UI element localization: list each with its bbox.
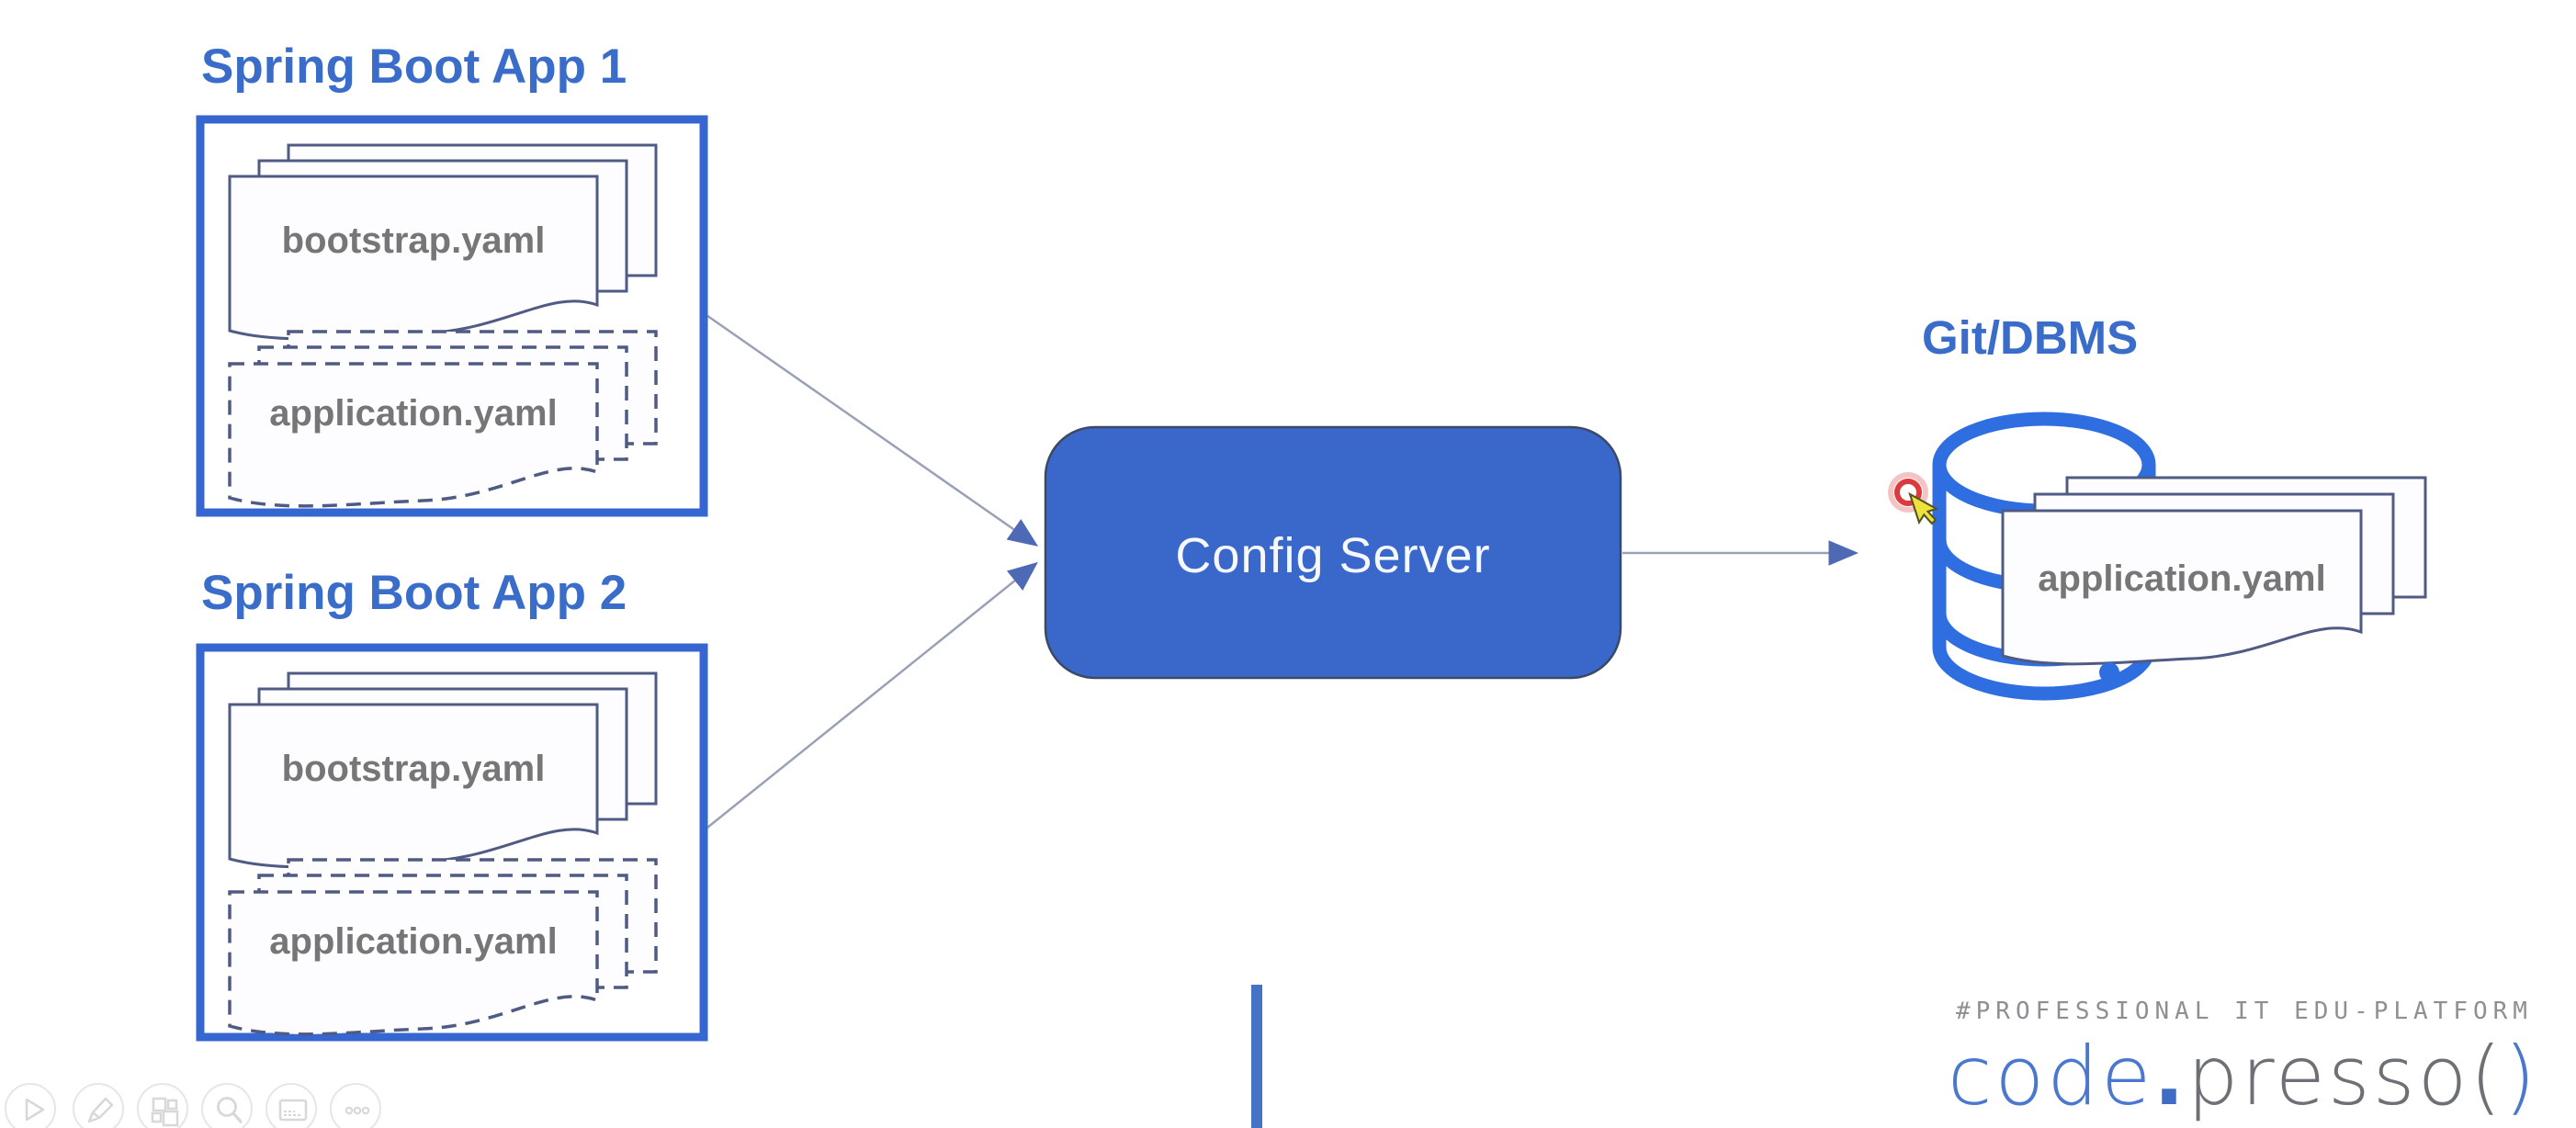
brand-tagline: #PROFESSIONAL IT EDU-PLATFORM bbox=[1956, 998, 2533, 1025]
app1-box bbox=[196, 115, 708, 517]
app2-bootstrap-label: bootstrap.yaml bbox=[281, 749, 546, 789]
cylinder-dot bbox=[2099, 662, 2119, 682]
storage-doc-stack bbox=[2001, 476, 2427, 666]
arrow-app1-to-config bbox=[703, 311, 1039, 547]
more-options-icon bbox=[345, 1106, 370, 1115]
app1-application-doc-stack bbox=[228, 330, 658, 508]
logo-code-text: code bbox=[1948, 1029, 2154, 1123]
slideshow-pen-button[interactable] bbox=[73, 1083, 124, 1128]
see-all-slides-icon bbox=[151, 1097, 179, 1127]
slideshow-see-all-slides-button[interactable] bbox=[137, 1083, 188, 1128]
app1-title: Spring Boot App 1 bbox=[201, 39, 627, 94]
play-icon bbox=[25, 1098, 45, 1122]
app2-title: Spring Boot App 2 bbox=[201, 566, 627, 620]
app2-application-label: application.yaml bbox=[269, 921, 558, 962]
slideshow-captions-button[interactable] bbox=[266, 1083, 317, 1128]
logo-paren-open: ( bbox=[2469, 1029, 2504, 1123]
slideshow-more-options-button[interactable] bbox=[330, 1083, 381, 1128]
captions-icon bbox=[278, 1099, 308, 1122]
app1-bootstrap-doc-stack bbox=[228, 143, 658, 341]
arrow-app2-to-config bbox=[697, 561, 1038, 836]
app2-bootstrap-doc-stack bbox=[228, 671, 658, 869]
logo-paren-close: ) bbox=[2503, 1029, 2539, 1123]
brand-logo: code.presso() bbox=[1948, 1036, 2538, 1117]
connector-arrows bbox=[697, 311, 1859, 836]
app1-application-label: application.yaml bbox=[269, 393, 558, 434]
slideshow-zoom-button[interactable] bbox=[201, 1083, 253, 1128]
mouse-cursor-icon bbox=[1908, 491, 1939, 525]
logo-dot: . bbox=[2153, 1029, 2187, 1123]
slideshow-play-button[interactable] bbox=[5, 1083, 56, 1128]
logo-presso-text: presso bbox=[2186, 1029, 2470, 1123]
config-server-label: Config Server bbox=[1175, 528, 1491, 583]
cursor-highlight-ring bbox=[1888, 472, 1928, 513]
annotation-line bbox=[1251, 985, 1262, 1128]
config-server-node bbox=[1044, 425, 1622, 680]
app1-bootstrap-label: bootstrap.yaml bbox=[281, 220, 546, 261]
storage-doc-label: application.yaml bbox=[2038, 558, 2326, 599]
app2-application-doc-stack bbox=[228, 858, 658, 1036]
magnifier-icon bbox=[217, 1097, 243, 1123]
app2-box bbox=[196, 643, 708, 1042]
storage-title: Git/DBMS bbox=[1922, 311, 2139, 364]
pen-icon bbox=[87, 1097, 114, 1123]
